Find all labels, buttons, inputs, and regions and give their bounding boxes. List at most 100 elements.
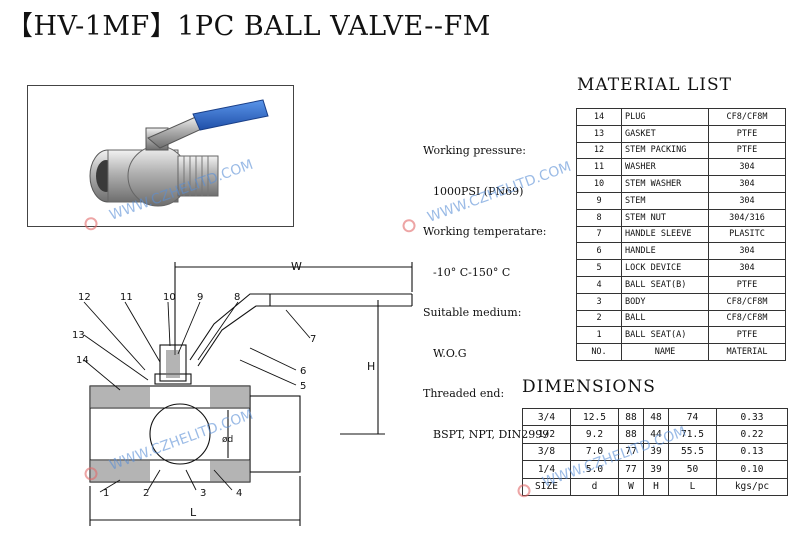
callout-number: 3 [200, 488, 206, 499]
watermark-logo-icon [515, 481, 533, 499]
material-list-title: MATERIAL LIST [577, 75, 732, 95]
spec-pressure-label: Working pressure: [423, 144, 526, 157]
dimensions-cell: L [668, 477, 717, 496]
dimensions-cell: 74 [668, 407, 717, 427]
product-photo [27, 85, 294, 227]
material-cell-material: PLASITC [708, 225, 786, 244]
dimensions-title: DIMENSIONS [522, 377, 656, 397]
material-cell-name: HANDLE SLEEVE [621, 225, 709, 244]
dim-label-h: H [367, 360, 375, 373]
material-cell-no: 7 [576, 225, 622, 244]
material-cell-material: CF8/CF8M [708, 309, 786, 328]
callout-number: 8 [234, 292, 240, 303]
callout-number: 6 [300, 366, 306, 377]
dimensions-cell: 39 [642, 460, 670, 479]
material-cell-material: PTFE [708, 326, 786, 345]
material-cell-no: 1 [576, 326, 622, 345]
dimensions-cell: 50 [668, 460, 717, 479]
working-specs: Working pressure: 1000PSI (PN69) Working… [423, 117, 549, 455]
material-cell-no: 3 [576, 292, 622, 311]
dimensions-cell: 55.5 [668, 442, 717, 462]
dimensions-cell: kgs/pc [715, 477, 789, 496]
material-cell-no: 9 [576, 191, 622, 210]
material-cell-no: 6 [576, 242, 622, 261]
material-header-name: NAME [621, 343, 709, 361]
material-cell-name: BALL SEAT(A) [621, 326, 709, 345]
material-header-material: MATERIAL [708, 343, 786, 361]
material-cell-material: 304/316 [708, 208, 786, 227]
dimensions-cell: 1/2 [522, 425, 571, 444]
material-cell-name: STEM PACKING [621, 141, 709, 160]
dimensions-cell: 3/4 [522, 407, 571, 427]
material-cell-no: 10 [576, 175, 622, 193]
dimensions-cell: 3/8 [522, 442, 571, 462]
material-cell-material: 304 [708, 175, 786, 193]
material-cell-material: 304 [708, 259, 786, 277]
dimensions-cell: 77 [617, 460, 644, 479]
material-cell-no: 14 [576, 108, 622, 126]
material-cell-name: HANDLE [621, 242, 709, 261]
material-cell-name: GASKET [621, 124, 709, 143]
callout-number: 5 [300, 381, 306, 392]
material-cell-material: 304 [708, 158, 786, 177]
material-cell-no: 11 [576, 158, 622, 177]
callout-number: 12 [78, 292, 91, 303]
dim-label-d: ød [222, 435, 233, 445]
material-cell-material: 304 [708, 191, 786, 210]
dim-label-l: L [190, 506, 197, 519]
callout-number: 14 [76, 355, 89, 366]
material-cell-name: STEM NUT [621, 208, 709, 227]
material-cell-no: 2 [576, 309, 622, 328]
material-cell-no: 8 [576, 208, 622, 227]
material-cell-material: PTFE [708, 275, 786, 294]
material-cell-name: PLUG [621, 108, 709, 126]
dimensions-cell: W [617, 477, 644, 496]
material-cell-name: BALL [621, 309, 709, 328]
dimensions-cell: H [642, 477, 670, 496]
dimensions-cell: d [569, 477, 619, 496]
material-cell-name: LOCK DEVICE [621, 259, 709, 277]
callout-number: 7 [310, 334, 316, 345]
material-cell-name: BODY [621, 292, 709, 311]
material-cell-name: WASHER [621, 158, 709, 177]
material-cell-name: BALL SEAT(B) [621, 275, 709, 294]
dim-label-w: W [291, 260, 302, 273]
page-title: 【HV-1MF】1PC BALL VALVE--FM [6, 11, 491, 42]
dimensions-cell: 0.33 [715, 407, 789, 427]
spec-medium-value: W.O.G [433, 346, 467, 360]
dimensions-cell: 9.2 [569, 425, 619, 444]
spec-pressure-value: 1000PSI (PN69) [433, 184, 524, 198]
watermark-logo-icon [400, 216, 418, 234]
material-cell-no: 12 [576, 141, 622, 160]
material-cell-material: 304 [708, 242, 786, 261]
dimensions-cell: 48 [642, 407, 670, 427]
material-cell-material: CF8/CF8M [708, 292, 786, 311]
material-cell-material: CF8/CF8M [708, 108, 786, 126]
dimensions-cell: 12.5 [569, 407, 619, 427]
material-cell-material: PTFE [708, 124, 786, 143]
callout-number: 9 [197, 292, 203, 303]
material-cell-material: PTFE [708, 141, 786, 160]
material-cell-no: 13 [576, 124, 622, 143]
spec-thread-label: Threaded end: [423, 387, 505, 400]
dimensions-cell: 0.22 [715, 425, 789, 444]
material-cell-name: STEM WASHER [621, 175, 709, 193]
callout-number: 11 [120, 292, 133, 303]
